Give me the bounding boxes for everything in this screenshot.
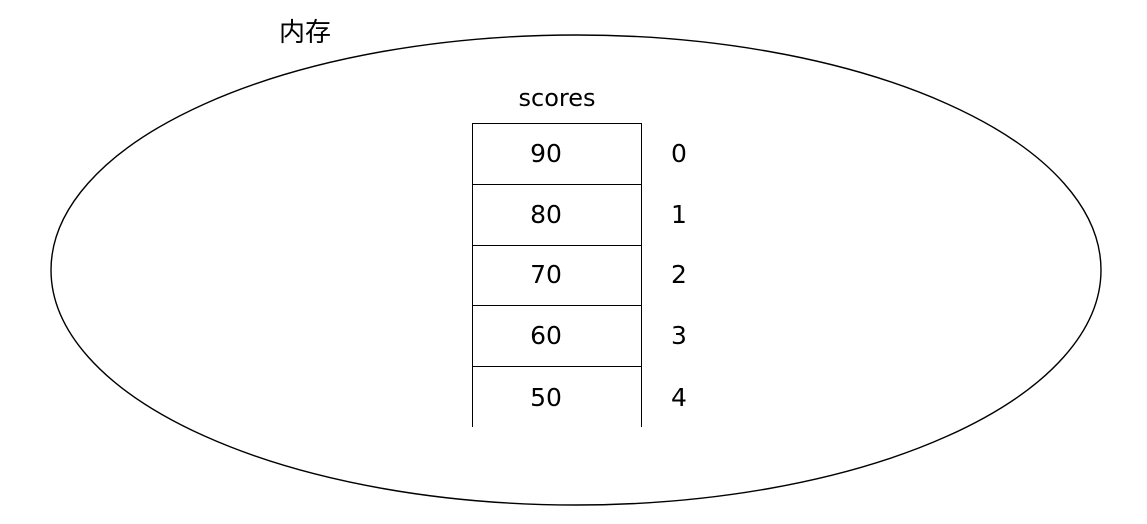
array-index-label: 2 [671,260,687,290]
memory-label: 内存 [279,18,332,48]
array-row: 60 3 [473,306,687,368]
array-row: 80 1 [473,184,687,246]
array-index-label: 4 [671,382,687,412]
array-row: 50 4 [473,367,687,428]
array-row: 70 2 [473,245,687,307]
array-name-label: scores [518,84,596,112]
array-cell-value: 60 [530,321,562,351]
array-cell-value: 90 [530,138,562,168]
array-table: 90 0 80 1 70 2 60 3 50 4 [472,123,687,428]
array-index-label: 3 [671,321,687,351]
array-index-label: 0 [671,138,687,168]
array-row: 90 0 [473,124,687,185]
array-cell-value: 50 [530,382,562,412]
array-index-label: 1 [671,199,687,229]
array-cell-value: 70 [530,260,562,290]
array-cell-value: 80 [530,199,562,229]
